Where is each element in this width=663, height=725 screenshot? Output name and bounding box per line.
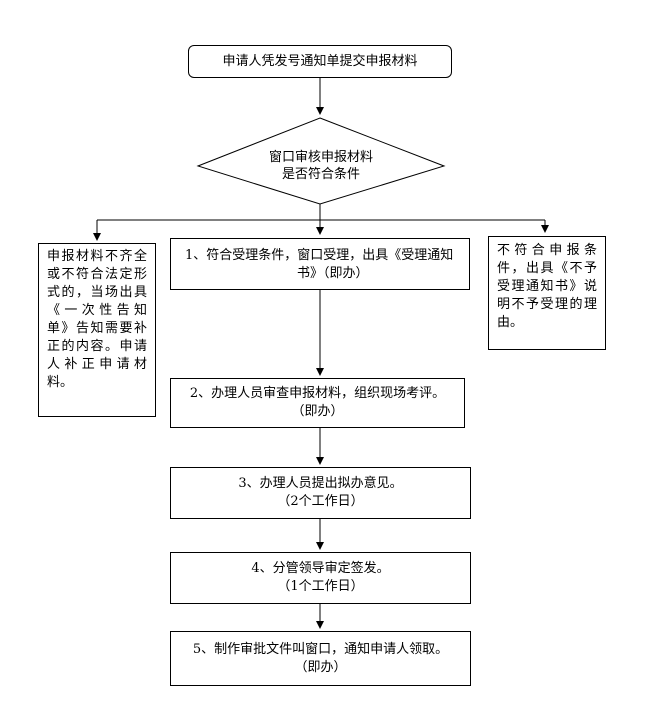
- step-3-node: 3、办理人员提出拟办意见。 （2个工作日）: [170, 467, 471, 519]
- left-branch-line: 人补正申请材: [47, 357, 147, 372]
- left-branch-node: 申报材料不齐全 或不符合法定形 式的，当场出具 《一次性告知 单》告知需要补 正…: [38, 243, 156, 417]
- decision-line-1: 窗口审核申报材料: [268, 150, 373, 165]
- decision-node-text: 窗口审核申报材料 是否符合条件: [198, 137, 444, 195]
- left-branch-line: 《一次性告知: [47, 303, 147, 318]
- step-2-line-2: （即办）: [291, 404, 344, 419]
- left-branch-line: 申报材料不齐全: [47, 249, 147, 264]
- right-branch-line: 明不予受理的理: [497, 297, 597, 312]
- step-4-line-2: （1个工作日）: [277, 579, 364, 594]
- right-branch-line: 由。: [497, 315, 524, 330]
- step-2-node: 2、办理人员审查申报材料，组织现场考评。 （即办）: [170, 378, 465, 428]
- right-branch-line: 受理通知书》说: [497, 279, 597, 294]
- step-5-line-1: 5、制作审批文件叫窗口，通知申请人领取。: [192, 641, 449, 657]
- middle-branch-line-2: 书》（即办）: [297, 266, 369, 281]
- step-4-node: 4、分管领导审定签发。 （1个工作日）: [170, 552, 471, 604]
- left-branch-line: 式的，当场出具: [47, 285, 147, 300]
- left-branch-line: 或不符合法定形: [47, 267, 147, 282]
- step-3-line-2: （2个工作日）: [277, 494, 364, 509]
- step-5-line-2: （即办）: [294, 659, 347, 675]
- left-branch-line: 单》告知需要补: [47, 321, 147, 336]
- middle-branch-line-1: 1、符合受理条件，窗口受理，出具《受理通知: [185, 248, 454, 263]
- start-node: 申请人凭发号通知单提交申报材料: [188, 45, 452, 78]
- left-branch-line: 正的内容。申请: [47, 339, 147, 354]
- right-branch-line: 件，出具《不予: [497, 261, 597, 276]
- step-2-line-1: 2、办理人员审查申报材料，组织现场考评。: [189, 386, 446, 401]
- start-node-text: 申请人凭发号通知单提交申报材料: [222, 53, 418, 69]
- step-5-node: 5、制作审批文件叫窗口，通知申请人领取。 （即办）: [170, 631, 471, 686]
- step-3-line-1: 3、办理人员提出拟办意见。: [238, 476, 403, 491]
- right-branch-node: 不符合申报条 件，出具《不予 受理通知书》说 明不予受理的理 由。: [488, 236, 606, 350]
- middle-branch-node: 1、符合受理条件，窗口受理，出具《受理通知 书》（即办）: [170, 238, 470, 290]
- right-branch-line: 不符合申报条: [497, 243, 597, 258]
- decision-line-2: 是否符合条件: [281, 167, 360, 182]
- left-branch-line: 料。: [47, 375, 74, 390]
- step-4-line-1: 4、分管领导审定签发。: [251, 561, 390, 576]
